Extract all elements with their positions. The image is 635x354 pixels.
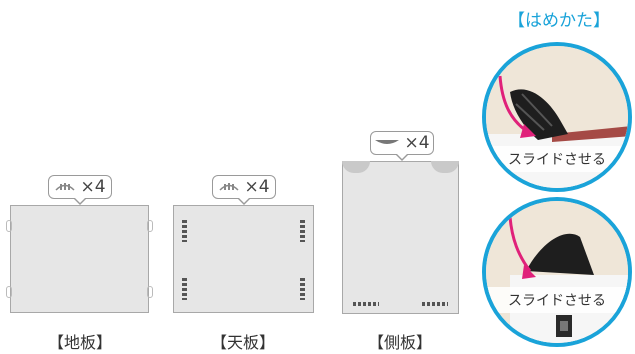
clip-icon [55, 183, 75, 191]
floor-board [6, 205, 153, 313]
clip-count: ×4 [80, 177, 106, 197]
side-board [342, 161, 459, 314]
slot-marks [300, 278, 305, 300]
clip-count: ×4 [244, 177, 270, 197]
clip-count-callout-top: ×4 [212, 175, 276, 205]
board-edge-clip [6, 220, 12, 232]
tab-count: ×4 [404, 133, 430, 153]
board-edge-clip [6, 286, 12, 298]
howto-title-text: 【はめかた】 [508, 11, 610, 31]
howto-label: スライドさせる [486, 146, 628, 172]
slot-marks [182, 278, 187, 300]
clip-icon [219, 183, 239, 191]
clip-count-callout-floor: ×4 [48, 175, 112, 205]
howto-label: スライドさせる [486, 287, 628, 313]
board-edge-clip [147, 286, 153, 298]
howto-title: 【はめかた】 [484, 6, 634, 31]
slot-marks [300, 220, 305, 242]
slide-tab-icon [375, 140, 400, 144]
top-board [173, 205, 314, 313]
slide-tab [342, 161, 370, 173]
howto-photo-slide-1: スライドさせる [482, 42, 632, 192]
floor-board-caption: 【地板】 [47, 333, 112, 352]
tab-count-callout-side: ×4 [370, 131, 434, 161]
slot-marks [182, 220, 187, 242]
board-edge-clip [147, 220, 153, 232]
slot-marks [422, 302, 448, 306]
side-board-caption: 【側板】 [367, 333, 432, 352]
howto-photo-slide-2: スライドさせる [482, 197, 632, 347]
slide-arrow-icon [508, 216, 536, 279]
slot-marks [353, 302, 379, 306]
slide-arrow-icon [498, 75, 536, 138]
slide-tab [431, 161, 459, 173]
top-board-caption: 【天板】 [210, 333, 275, 352]
